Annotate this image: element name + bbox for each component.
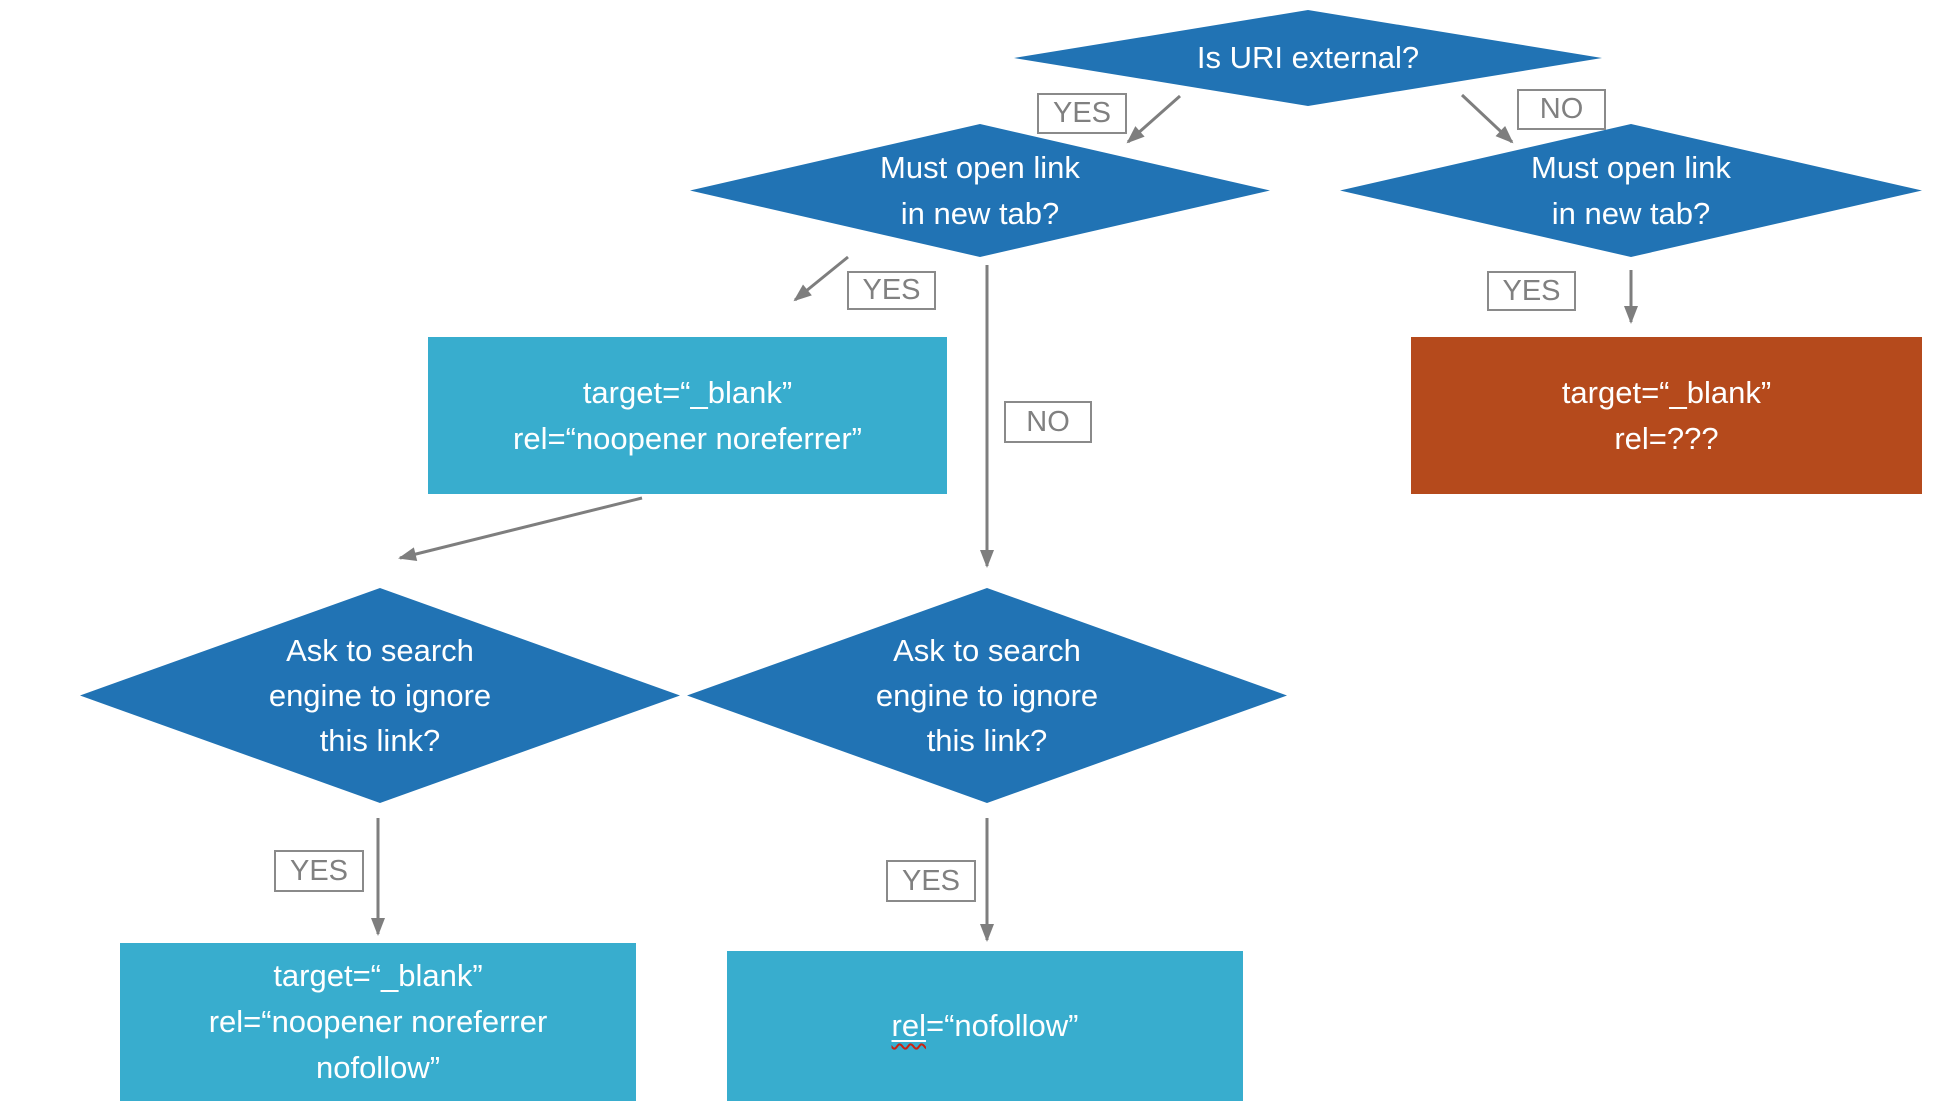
decision-text-line: Must open link [880,149,1080,185]
result-text: =“nofollow” [925,1008,1079,1043]
result-text-line: target=“_blank” [582,374,793,410]
rel-spellchecked-text: rel [891,1008,926,1043]
label-text: YES [1502,274,1561,307]
result-rel-nofollow: rel=“nofollow” [727,951,1243,1101]
label-yes-newtab-right: YES [1487,271,1576,311]
decision-text-line: Must open link [1531,149,1731,185]
label-yes-root: YES [1037,93,1127,134]
result-text-line: target=“_blank” [273,958,483,993]
label-yes-ask-center: YES [886,860,976,902]
result-text-line: rel=??? [1614,420,1719,456]
label-text: YES [289,854,349,887]
result-target-blank-noopener-noreferrer-nofollow: target=“_blank” rel=“noopener noreferrer… [120,943,636,1101]
label-no-newtab-left: NO [1004,401,1092,443]
label-yes-newtab-left: YES [847,271,936,310]
arrow-newtab-left-yes [793,255,849,302]
result-text-line: rel=“noopener noreferrer [208,1004,548,1039]
label-text: NO [1539,93,1584,125]
decision-ignore-link-left: Ask to search engine to ignore this link… [80,588,680,803]
decision-text-line: this link? [926,723,1048,758]
decision-text-line: Ask to search [286,633,474,668]
label-yes-ask-left: YES [274,850,364,892]
decision-text-line: Ask to search [893,633,1081,668]
decision-text-line: engine to ignore [268,678,492,713]
decision-text-line: this link? [319,723,441,758]
decision-new-tab-external: Must open link in new tab? [690,124,1270,257]
label-text: YES [901,864,961,897]
label-no-root: NO [1517,89,1606,130]
decision-new-tab-internal: Must open link in new tab? [1340,124,1922,257]
decision-text-line: in new tab? [900,195,1060,231]
decision-is-uri-external: Is URI external? [1014,10,1602,106]
arrow-root-no [1460,93,1514,144]
arrow-noopener-to-ask-left [398,496,643,561]
result-target-blank-rel-unknown: target=“_blank” rel=??? [1411,337,1922,494]
result-text-line: nofollow” [315,1050,441,1085]
arrow-root-yes [1126,94,1181,144]
decision-text-line: engine to ignore [875,678,1099,713]
label-text: YES [862,274,921,306]
decision-text: Is URI external? [1196,40,1420,75]
result-target-blank-noopener-noreferrer: target=“_blank” rel=“noopener noreferrer… [428,337,947,494]
result-text-line: target=“_blank” [1561,374,1772,410]
label-text: NO [1026,405,1070,438]
decision-ignore-link-center: Ask to search engine to ignore this link… [687,588,1287,803]
label-text: YES [1052,97,1112,129]
decision-text-line: in new tab? [1551,195,1711,231]
result-text-line: rel=“noopener noreferrer” [513,420,862,456]
result-text-line: rel=“nofollow” [892,1003,1079,1049]
